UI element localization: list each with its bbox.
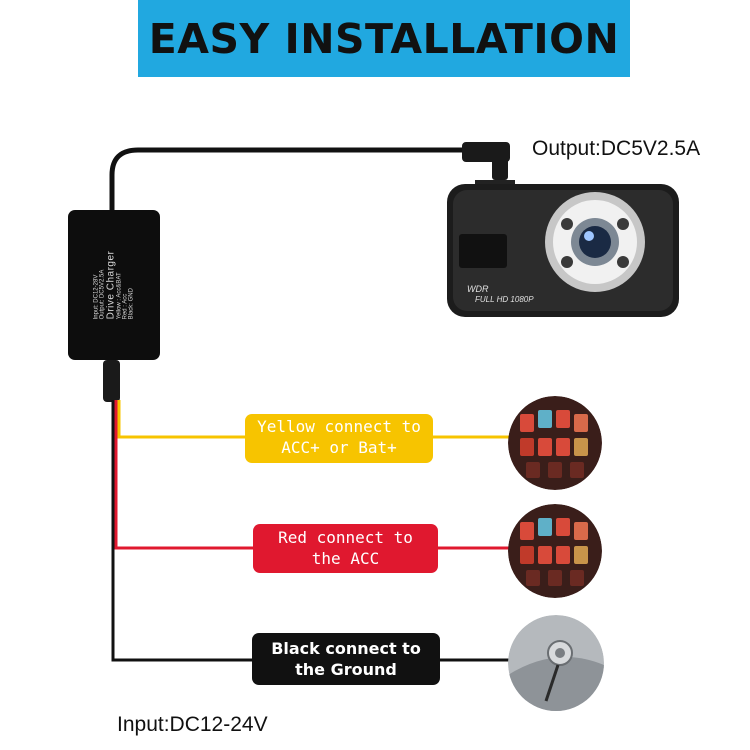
input-label: Input:DC12-24V	[117, 713, 268, 737]
output-cable	[112, 150, 478, 210]
usb-plug-neck	[492, 158, 508, 180]
drive-charger-box: Input: DC12-28V Output: DC5V2.5A Drive C…	[68, 210, 160, 360]
output-label: Output:DC5V2.5A	[532, 137, 700, 161]
charger-text-block: Input: DC12-28V Output: DC5V2.5A Drive C…	[94, 251, 135, 320]
red-line1: Red connect to	[253, 527, 438, 548]
charger-title: Drive Charger	[106, 251, 117, 320]
fuse-box-photo-acc-bat	[508, 396, 602, 490]
dash-camera-icon: WDR FULL HD 1080P	[447, 180, 679, 317]
fuse-box-photo-acc	[508, 504, 602, 598]
red-connection-label: Red connect to the ACC	[253, 524, 438, 573]
camera-badge-wdr: WDR	[467, 284, 489, 294]
yellow-connection-label: Yellow connect to ACC+ or Bat+	[245, 414, 433, 463]
charger-wire-black: Black: GND	[129, 251, 135, 320]
camera-badge-hd: FULL HD 1080P	[475, 295, 534, 304]
black-line2: the Ground	[252, 659, 440, 680]
yellow-line2: ACC+ or Bat+	[245, 437, 433, 458]
black-line1: Black connect to	[252, 638, 440, 659]
ground-bolt-photo	[508, 615, 604, 711]
red-line2: the ACC	[253, 548, 438, 569]
black-connection-label: Black connect to the Ground	[252, 633, 440, 685]
charger-strain-relief	[103, 360, 120, 402]
yellow-line1: Yellow connect to	[245, 416, 433, 437]
